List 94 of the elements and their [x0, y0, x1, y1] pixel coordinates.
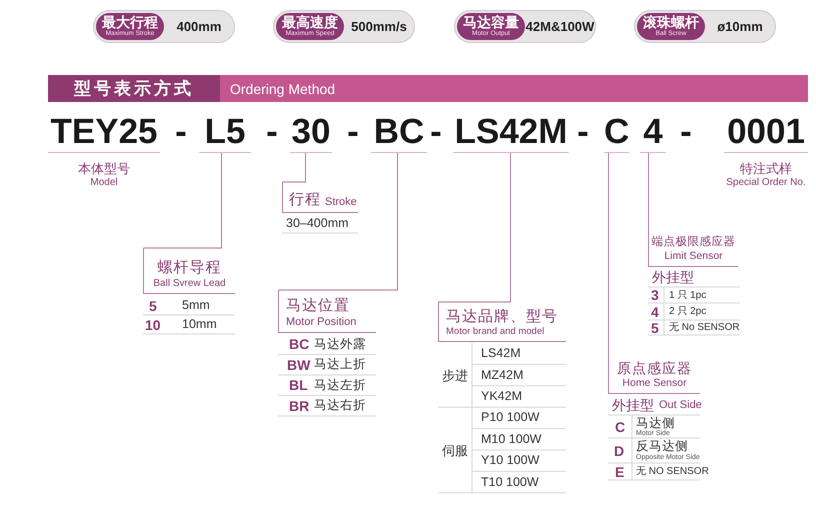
- code-segment: 0001: [724, 112, 808, 153]
- option-subtitle: Stroke: [325, 195, 357, 209]
- option-value: YK42M: [481, 389, 522, 404]
- leader-line: [608, 152, 609, 362]
- option-value: MZ42M: [481, 368, 524, 383]
- caption-title: 特注式样: [740, 161, 792, 176]
- code-separator: -: [347, 112, 359, 152]
- spec-badge: [634, 10, 776, 43]
- option-code: 5: [651, 320, 659, 336]
- spec-badge: [93, 10, 235, 43]
- option-subtitle: Ball Svrew Lead: [153, 277, 226, 290]
- option-title: 原点感应器: [617, 360, 692, 376]
- option-value: 反马达侧: [636, 438, 688, 454]
- option-value: 2 只 2pc: [669, 305, 706, 318]
- option-value: 马达侧: [636, 416, 675, 430]
- option-code: BL: [289, 377, 308, 394]
- spec-title: 最高速度: [282, 15, 338, 30]
- caption-title: 本体型号: [78, 161, 130, 176]
- option-subtitle: Limit Sensor: [664, 250, 723, 263]
- option-title: 马达品牌、型号: [446, 308, 558, 326]
- option-code: BW: [287, 356, 310, 373]
- option-title: 螺杆导程: [158, 259, 222, 277]
- leader-line: [648, 152, 649, 232]
- option-value: LS42M: [481, 346, 521, 362]
- motor-type-label: 伺服: [442, 442, 468, 458]
- code-separator: -: [175, 112, 187, 152]
- option-subtitle: Motor brand and model: [446, 326, 544, 338]
- leader-line: [282, 152, 306, 182]
- option-code: BC: [289, 336, 310, 352]
- option-code: D: [614, 442, 624, 458]
- option-subtitle: Motor Position: [286, 315, 356, 329]
- code-segment: 30: [290, 112, 332, 153]
- code-segment: C: [604, 112, 629, 153]
- caption-subtitle: Special Order No.: [726, 177, 806, 189]
- spec-title: 滚珠螺杆: [643, 15, 699, 30]
- option-code: BR: [289, 398, 310, 414]
- option-value: 1 只 1pc: [669, 288, 706, 302]
- option-code: E: [615, 464, 624, 480]
- spec-value: ø10mm: [717, 19, 763, 34]
- option-heading: [143, 248, 235, 294]
- option-value: M10 100W: [481, 432, 542, 447]
- option-value: 马达右折: [314, 398, 366, 414]
- leader-line: [278, 152, 398, 290]
- option-code: C: [615, 418, 626, 434]
- motor-type-label: 步进: [442, 368, 468, 383]
- option-heading: [282, 182, 358, 213]
- option-value: T10 100W: [481, 474, 539, 490]
- mount-type-label: Out Side: [659, 398, 702, 412]
- spec-title: 最大行程: [102, 15, 158, 30]
- option-value: 5mm: [182, 298, 210, 313]
- option-code: 5: [149, 298, 157, 314]
- option-value: 无 NO SENSOR: [636, 465, 709, 478]
- option-title: 端点极限感应器: [652, 235, 736, 250]
- spec-value: 400mm: [176, 19, 222, 34]
- code-separator: -: [577, 112, 589, 152]
- code-segment: BC: [371, 112, 427, 153]
- section-banner: [48, 75, 808, 102]
- banner-title: 型号表示方式: [48, 75, 220, 102]
- option-code: 4: [651, 304, 659, 320]
- code-segment: LS42M: [453, 112, 569, 153]
- option-title: 马达位置: [286, 297, 350, 315]
- option-heading: [438, 302, 566, 342]
- code-segment: 4: [640, 112, 666, 153]
- code-separator: -: [266, 112, 278, 152]
- option-title: 行程: [289, 191, 321, 209]
- code-segment: L5: [199, 112, 251, 153]
- option-value: 马达上折: [314, 357, 366, 372]
- mount-type-label: 外挂型: [612, 396, 654, 412]
- caption-subtitle: Model: [90, 177, 118, 189]
- code-segment: TEY25: [48, 112, 160, 153]
- option-subtitle: Home Sensor: [622, 376, 687, 390]
- spec-badge: [273, 10, 415, 43]
- option-heading: [608, 362, 700, 394]
- option-value: 10mm: [182, 317, 217, 332]
- option-value: 无 No SENSOR: [669, 321, 740, 334]
- code-separator: -: [430, 112, 442, 152]
- spec-title: 马达容量: [463, 15, 519, 30]
- code-separator: -: [680, 112, 692, 152]
- option-code: 10: [145, 316, 161, 332]
- option-value: Y10 100W: [481, 453, 540, 468]
- option-value: 马达外露: [314, 336, 366, 352]
- leader-line: [143, 152, 222, 248]
- option-value: P10 100W: [481, 410, 540, 426]
- option-heading: [648, 232, 738, 267]
- leader-line: [438, 152, 511, 302]
- spec-value: 500mm/s: [351, 19, 407, 34]
- mount-type-label: 外挂型: [652, 269, 694, 285]
- spec-value: 42M&100W: [526, 19, 594, 34]
- option-value: 30–400mm: [286, 216, 349, 231]
- option-code: 3: [651, 287, 659, 303]
- option-value: 马达左折: [314, 378, 366, 393]
- banner-subtitle: Ordering Method: [230, 80, 336, 96]
- option-heading: [278, 290, 376, 333]
- spec-badge: [454, 10, 596, 43]
